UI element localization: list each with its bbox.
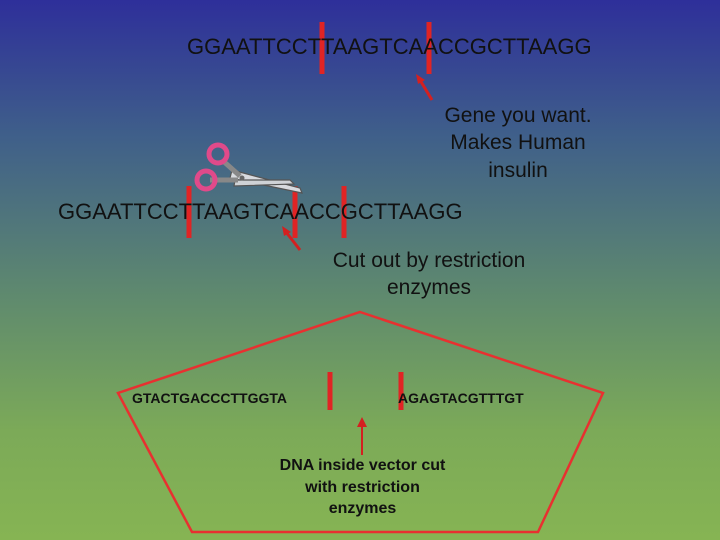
top-dna-sequence: GGAATTCCTTAAGTCAACCGCTTAAGG bbox=[187, 34, 592, 59]
gene-label: Gene you want. Makes Human insulin bbox=[444, 104, 592, 182]
vector-plasmid-outline bbox=[116, 310, 605, 534]
vector-sequence-left: GTACTGACCCTTGGTA bbox=[132, 390, 288, 406]
gene-arrow bbox=[418, 79, 434, 101]
cut-arrowhead bbox=[282, 226, 291, 236]
cut-arrow bbox=[284, 231, 302, 251]
gene-arrowhead bbox=[416, 74, 425, 84]
cut-label: Cut out by restriction enzymes bbox=[332, 249, 526, 300]
cut-dna-sequence: GGAATTCCTTAAGTCAACCGCTTAAGG bbox=[58, 199, 463, 224]
vector-sequence-right: AGAGTACGTTTGT bbox=[398, 390, 524, 406]
vector-label: DNA inside vector cut with restriction e… bbox=[279, 457, 446, 518]
vector-arrowhead bbox=[357, 417, 367, 427]
scissors-icon bbox=[194, 142, 303, 194]
